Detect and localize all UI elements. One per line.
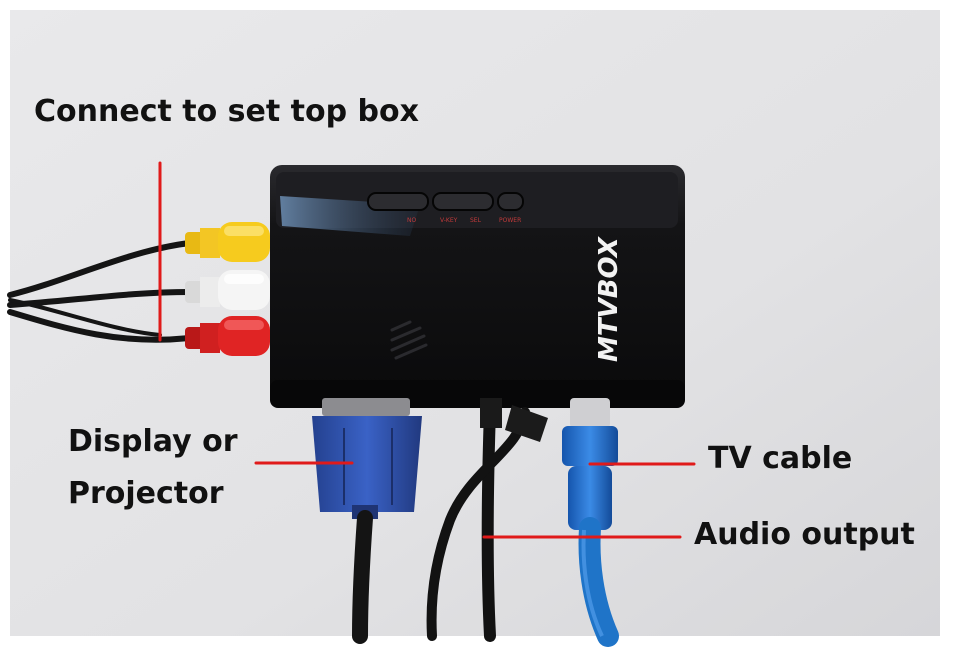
- device-button-label: V-KEY: [440, 217, 458, 224]
- label-tv-cable: TV cable: [708, 441, 853, 476]
- vga-connector: [312, 398, 422, 644]
- device-brand-logo: MTVBOX: [594, 235, 624, 362]
- rca-cables: [7, 240, 193, 343]
- device-button-label: POWER: [499, 217, 521, 224]
- audio-cables: [426, 398, 548, 642]
- label-audio-output: Audio output: [694, 517, 915, 552]
- device-button-left: [367, 192, 429, 211]
- device-button-label: SEL: [470, 217, 482, 224]
- device-button-label: NO: [407, 217, 416, 224]
- rca-yellow-plug: [185, 222, 270, 262]
- rca-red-plug: [185, 316, 270, 356]
- device-button-power: [497, 192, 524, 211]
- label-set-top-box: Connect to set top box: [34, 94, 419, 129]
- device-button-middle: [432, 192, 494, 211]
- rca-white-plug: [185, 270, 270, 310]
- device-vent: [390, 320, 428, 360]
- tv-box-device: NO V-KEY SEL POWER MTVBOX: [270, 165, 685, 408]
- label-display-projector: Display or Projector: [68, 416, 238, 520]
- label-display-line2: Projector: [68, 476, 224, 511]
- pointer-lines: [158, 161, 696, 539]
- label-display-line1: Display or: [68, 424, 238, 459]
